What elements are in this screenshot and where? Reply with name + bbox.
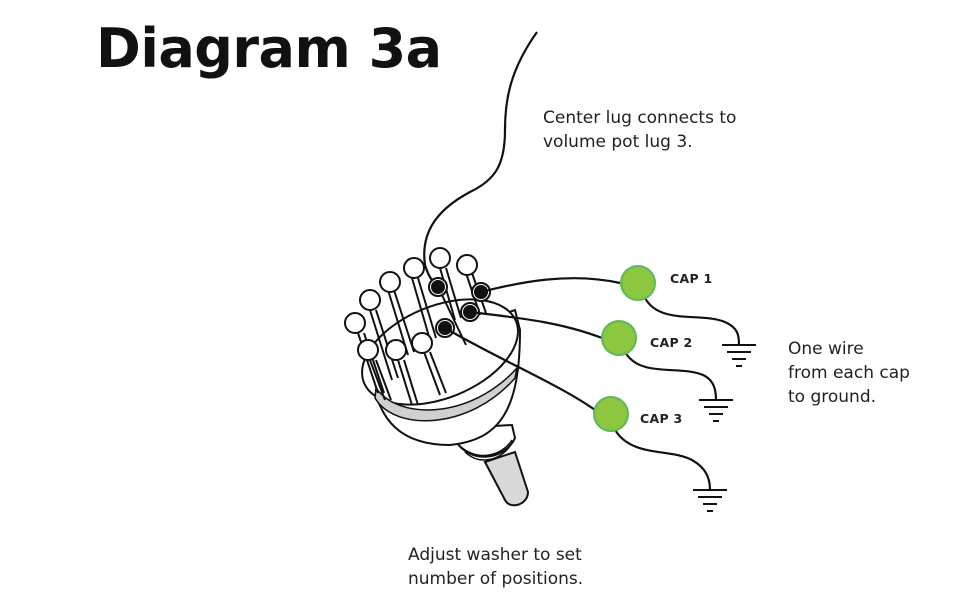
wire-lug-cap1 (480, 277, 621, 294)
ground-annotation: One wire from each cap to ground. (788, 339, 910, 407)
lug-pin (385, 339, 419, 406)
center-lug-annotation: Center lug connects to volume pot lug 3. (543, 108, 737, 152)
washer-annotation: Adjust washer to set number of positions… (408, 545, 584, 589)
washer-band (374, 365, 519, 422)
ground-wires (613, 297, 741, 491)
ground-symbols (693, 344, 756, 512)
cap1-label: CAP 1 (670, 271, 713, 286)
ground-icon (699, 399, 733, 422)
wire-lug-cap3 (444, 327, 596, 411)
ground-icon (722, 344, 756, 367)
cap-wires (444, 277, 621, 411)
capacitor-3 (593, 396, 629, 432)
switch-body (361, 298, 522, 447)
wire-cap2-ground (624, 351, 718, 401)
lug-pin (411, 332, 447, 396)
ground-icon (693, 489, 727, 512)
capacitor-1 (620, 265, 656, 301)
wire-lug-cap2 (469, 310, 603, 340)
capacitors (593, 265, 656, 432)
cap3-label: CAP 3 (640, 411, 683, 426)
cap2-label: CAP 2 (650, 335, 693, 350)
wire-cap1-ground (644, 297, 741, 346)
lug-pins (344, 247, 487, 406)
capacitor-2 (601, 320, 637, 356)
center-lug-wire (423, 31, 538, 288)
lug-pin (403, 257, 437, 341)
lug-pin (429, 247, 462, 321)
wire-cap3-ground (613, 427, 712, 491)
diagram-title: Diagram 3a (96, 17, 442, 80)
lug-pin (357, 339, 392, 401)
